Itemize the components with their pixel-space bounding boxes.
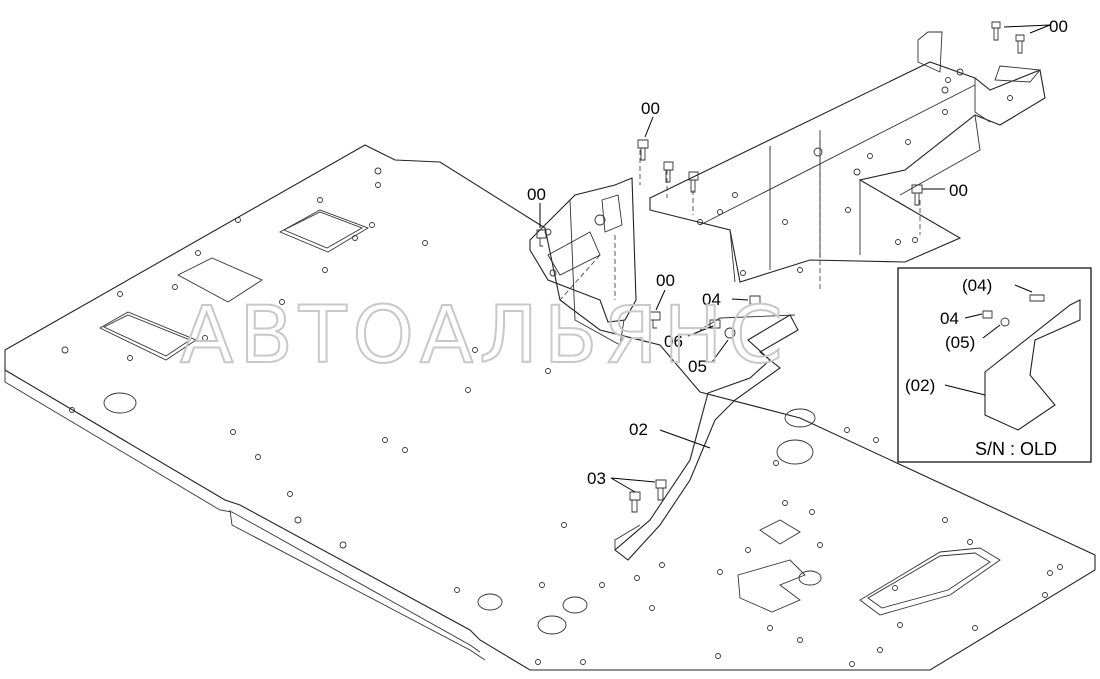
callout-inset-04-paren: (04) bbox=[962, 276, 992, 295]
callout-labels: 00 00 00 00 00 04 06 05 02 03 (04) 04 (0… bbox=[527, 17, 1068, 488]
bolt-04 bbox=[749, 295, 761, 305]
callout-00-center: 00 bbox=[641, 99, 660, 118]
bolt-00-left bbox=[536, 229, 547, 247]
bolt-frame-a bbox=[663, 161, 674, 183]
bolt-06 bbox=[709, 319, 721, 329]
callout-inset-04: 04 bbox=[940, 309, 959, 328]
callout-00-right: 00 bbox=[949, 181, 968, 200]
support-bracket-02 bbox=[614, 314, 799, 561]
bolt-00-top-right-a bbox=[991, 21, 1001, 41]
callout-06: 06 bbox=[664, 332, 683, 351]
floor-plate-holes bbox=[61, 167, 1063, 667]
callout-04: 04 bbox=[702, 290, 721, 309]
bolt-03-a bbox=[629, 491, 641, 513]
bolt-03-b bbox=[655, 479, 667, 501]
frame-cross-member bbox=[649, 31, 1046, 283]
bolt-frame-b bbox=[688, 171, 699, 193]
callout-00-left: 00 bbox=[527, 185, 546, 204]
bolt-00-center bbox=[637, 139, 649, 161]
callout-inset-05-paren: (05) bbox=[945, 333, 975, 352]
callout-05: 05 bbox=[688, 357, 707, 376]
leader-lines bbox=[539, 24, 1051, 493]
bolt-00-right bbox=[911, 184, 923, 206]
guide-lines bbox=[559, 140, 921, 301]
floor-plate bbox=[4, 144, 1096, 671]
callout-inset-02-paren: (02) bbox=[905, 376, 935, 395]
callout-00-mid: 00 bbox=[656, 271, 675, 290]
callout-03: 03 bbox=[587, 469, 606, 488]
callout-00-top-right: 00 bbox=[1049, 17, 1068, 36]
washer-05 bbox=[724, 327, 736, 339]
callout-02: 02 bbox=[629, 420, 648, 439]
inset-serial-note: S/N : OLD bbox=[975, 439, 1057, 459]
bolt-set bbox=[536, 21, 1025, 513]
bolt-00-mid bbox=[649, 311, 661, 329]
bolt-00-top-right-b bbox=[1015, 34, 1025, 54]
inset-panel-old: S/N : OLD bbox=[897, 267, 1092, 463]
watermark: АВТОАЛЬЯНС bbox=[180, 291, 789, 381]
